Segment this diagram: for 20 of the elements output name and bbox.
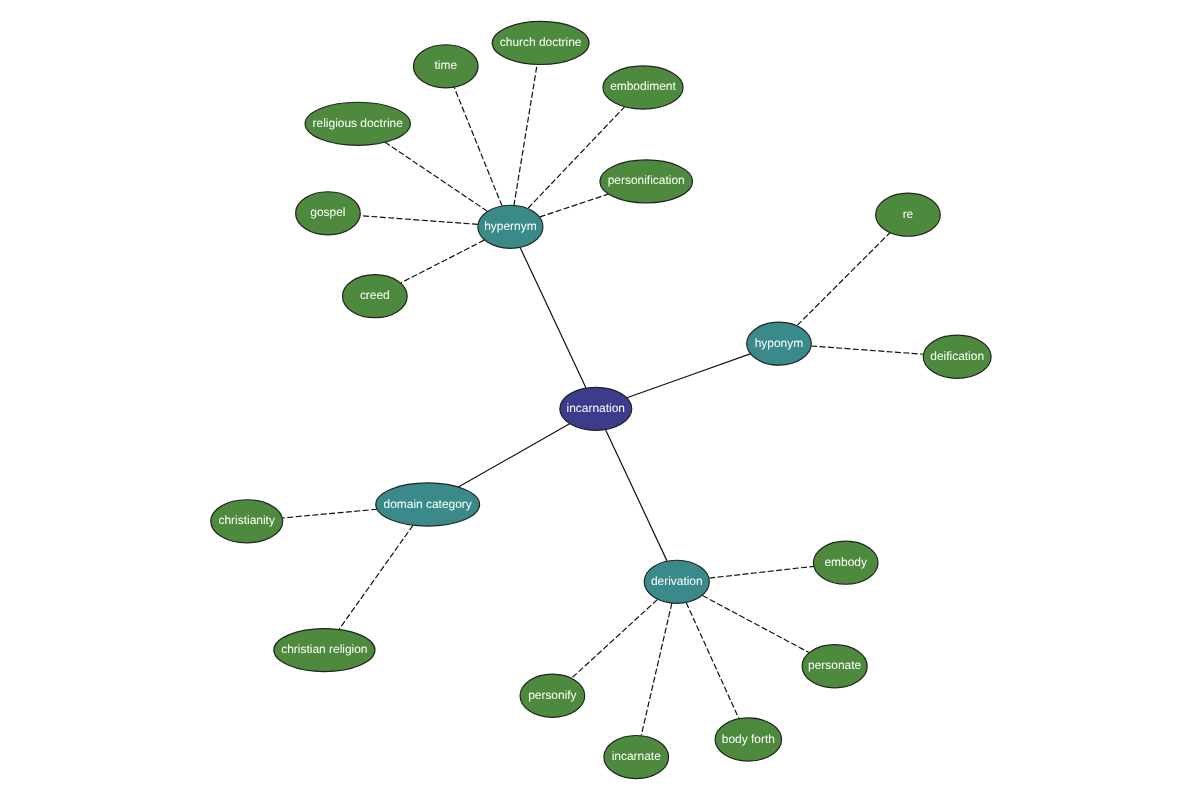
connector bbox=[452, 86, 502, 207]
connector bbox=[684, 602, 739, 720]
connector bbox=[399, 239, 484, 284]
connector bbox=[280, 508, 377, 519]
connector bbox=[383, 141, 487, 212]
connector bbox=[538, 193, 609, 218]
connector bbox=[707, 565, 814, 579]
connector bbox=[795, 232, 890, 326]
connector bbox=[570, 599, 657, 679]
connector bbox=[625, 353, 750, 399]
connector bbox=[639, 602, 672, 736]
connector bbox=[358, 215, 478, 225]
connector bbox=[603, 429, 667, 562]
connector bbox=[700, 594, 809, 654]
connector bbox=[526, 106, 625, 209]
connector bbox=[512, 64, 537, 206]
connector bbox=[337, 524, 413, 630]
connector bbox=[809, 345, 923, 355]
connector bbox=[518, 246, 586, 389]
connector bbox=[456, 423, 570, 488]
